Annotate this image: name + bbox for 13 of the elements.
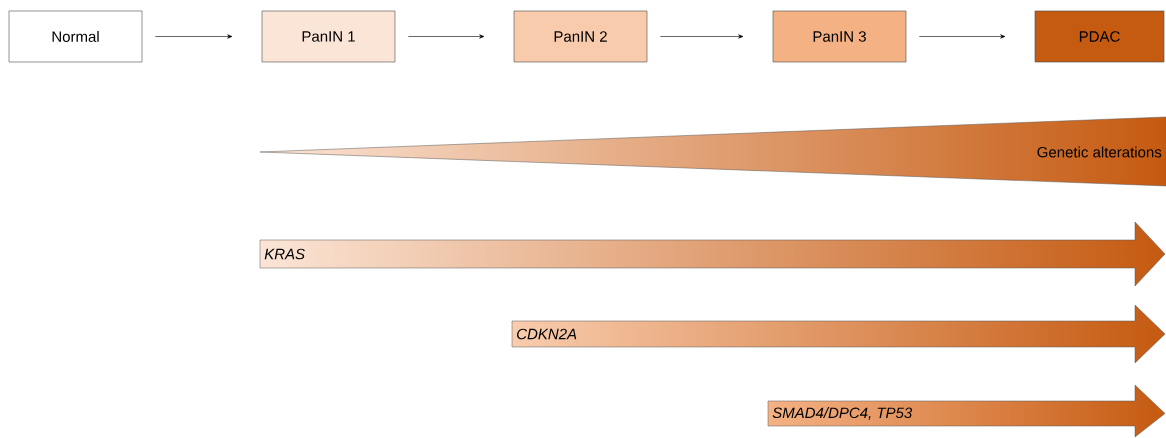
wedge: Genetic alterations	[259, 116, 1166, 187]
gene-band: SMAD4/DPC4, TP53	[767, 384, 1166, 438]
stage-box: PanIN 1	[261, 10, 396, 63]
gene-band: CDKN2A	[511, 304, 1166, 364]
stage-box: PDAC	[1034, 10, 1165, 63]
gene-band: KRAS	[259, 221, 1166, 287]
arrow	[919, 34, 1006, 39]
stage-box: PanIN 3	[772, 10, 907, 63]
stage-box: PanIN 2	[513, 10, 648, 63]
stage-box: Normal	[8, 10, 143, 63]
arrow	[408, 34, 485, 39]
arrow	[155, 34, 233, 39]
arrow	[660, 34, 744, 39]
